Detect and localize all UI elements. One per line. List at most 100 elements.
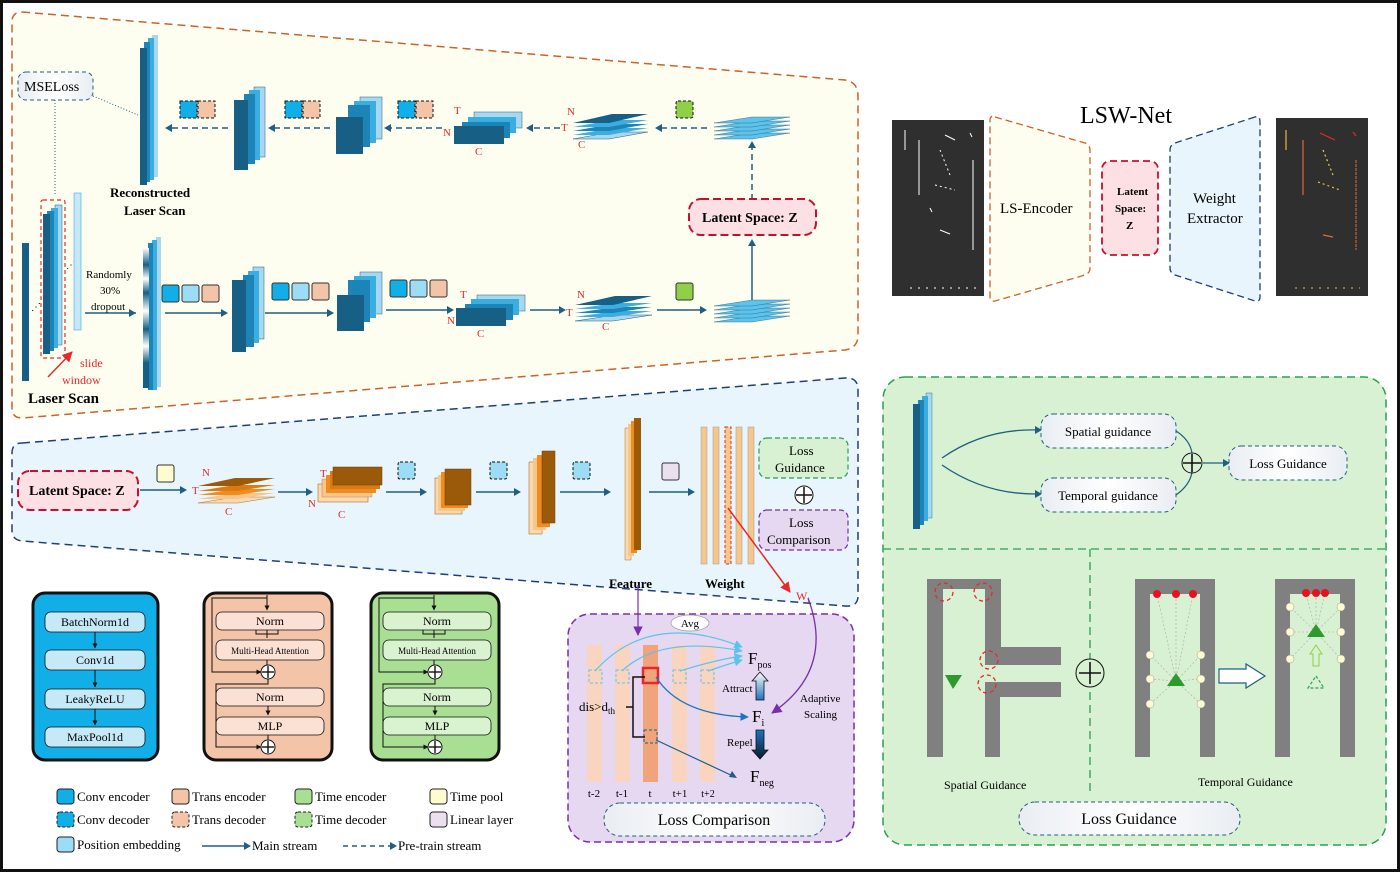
svg-text:Comparison: Comparison <box>767 532 831 547</box>
ls-encoder-label: LS-Encoder <box>1000 201 1072 217</box>
transition-arrow-icon <box>1218 662 1267 690</box>
decoder-path: T N C N T C <box>165 86 791 200</box>
feature-stack <box>624 418 641 561</box>
temporal-map-after <box>1275 579 1355 757</box>
weight-extractor-label: Weight <box>1193 191 1237 207</box>
legend-label: Time encoder <box>315 789 387 804</box>
svg-text:Norm: Norm <box>423 614 452 628</box>
svg-text:T: T <box>192 485 199 497</box>
legend-item: Time decoder <box>294 811 387 828</box>
legend-label: Time decoder <box>315 812 387 827</box>
svg-text:Scaling: Scaling <box>804 709 837 721</box>
f-neg-label: Fneg <box>750 767 774 789</box>
svg-text:T: T <box>561 122 568 134</box>
legend-item: Conv encoder <box>56 788 150 805</box>
loss-guidance-title: Loss Guidance <box>1081 811 1177 828</box>
f-i-label: Fi <box>752 707 764 729</box>
temporal-map-before <box>1135 579 1215 757</box>
svg-text:Loss: Loss <box>789 515 814 530</box>
robot-pose-icon <box>945 675 962 689</box>
svg-text:Loss Guidance: Loss Guidance <box>1249 456 1327 471</box>
svg-text:N: N <box>308 498 316 510</box>
legend-label: Conv encoder <box>77 789 150 804</box>
legend-swatch <box>429 811 448 828</box>
svg-text:t-1: t-1 <box>616 788 628 800</box>
reconstructed-label: Reconstructed <box>110 185 191 200</box>
svg-text:Norm: Norm <box>256 690 285 704</box>
svg-text:T: T <box>454 105 461 117</box>
svg-text:N: N <box>202 467 210 479</box>
svg-text:dropout: dropout <box>91 301 125 313</box>
svg-text:Laser Scan: Laser Scan <box>124 203 186 218</box>
svg-text:t+2: t+2 <box>701 789 714 800</box>
svg-text:C: C <box>578 139 585 151</box>
legend-label: Conv decoder <box>77 812 150 827</box>
conv-block: BatchNorm1d Conv1d LeakyReLU MaxPool1d <box>31 591 160 762</box>
svg-text:Attract: Attract <box>722 683 753 695</box>
weight-extractor-shape <box>1169 115 1261 302</box>
svg-text:Temporal guidance: Temporal guidance <box>1058 488 1158 503</box>
we-latent-box <box>17 470 139 511</box>
legend-item: Position embedding <box>56 836 181 853</box>
pretrain-panel: ⋰ ⋰ slide window Laser Scan Randomly 30%… <box>11 11 859 419</box>
svg-text:window: window <box>62 373 101 387</box>
svg-text:Temporal Guidance: Temporal Guidance <box>1198 775 1293 789</box>
svg-text:t: t <box>648 788 651 800</box>
loss-comparison-title: Loss Comparison <box>658 812 770 829</box>
svg-text:Multi-Head Attention: Multi-Head Attention <box>231 646 309 656</box>
svg-text:T: T <box>320 468 327 480</box>
svg-text:Conv1d: Conv1d <box>76 653 114 667</box>
svg-text:⋰: ⋰ <box>66 260 76 271</box>
loss-guidance-tag <box>758 437 849 479</box>
legend-swatch <box>171 811 190 828</box>
weight-extractor-panel: Latent Space: Z N T C T N C <box>11 377 859 607</box>
legend-swatch <box>294 811 313 828</box>
legend-item: Time encoder <box>294 788 387 805</box>
legend-item: Time pool <box>429 788 504 805</box>
svg-text:Repel: Repel <box>727 737 753 749</box>
laser-scan-bar <box>22 243 29 381</box>
svg-text:30%: 30% <box>100 285 120 297</box>
orange-cube-stack <box>434 468 472 515</box>
guidance-input-stack <box>913 392 933 529</box>
orange-plane-stack: N T C <box>192 467 276 518</box>
encoder-path: T N C N T C <box>161 266 791 352</box>
svg-text:T: T <box>460 289 467 301</box>
loss-guidance-panel: Spatial guidance Temporal guidance Loss … <box>882 376 1387 846</box>
svg-text:LeakyReLU: LeakyReLU <box>65 692 125 706</box>
orange-block-stack: T N C <box>308 466 383 521</box>
svg-text:Z: Z <box>1126 220 1133 232</box>
svg-text:Loss: Loss <box>789 443 814 458</box>
output-weight-image <box>1276 118 1368 296</box>
svg-text:Latent: Latent <box>1117 186 1149 198</box>
legend-swatch <box>56 788 75 805</box>
svg-text:Multi-Head Attention: Multi-Head Attention <box>398 646 476 656</box>
svg-text:N: N <box>577 289 585 301</box>
trans-block: Norm Multi-Head Attention Norm MLP <box>202 591 334 762</box>
svg-text:Latent Space: Z: Latent Space: Z <box>702 211 798 226</box>
svg-text:BatchNorm1d: BatchNorm1d <box>61 615 129 629</box>
weight-bars <box>700 426 755 565</box>
svg-text:C: C <box>475 146 482 158</box>
loss-comparison-panel: Avg dis>dth Fpos Fi Fneg Attract Repel A… <box>567 585 855 843</box>
slide-window-label: slide <box>80 356 103 370</box>
ls-encoder-shape <box>989 115 1091 302</box>
svg-text:Guidance: Guidance <box>775 460 825 475</box>
dropout-stack <box>143 237 161 390</box>
overview: LSW-Net LS-Encoder Latent Space: Z Weigh… <box>892 103 1368 302</box>
weight-label: Weight <box>705 576 745 591</box>
svg-text:t-2: t-2 <box>588 788 600 800</box>
overview-latent-box <box>1101 160 1159 256</box>
legend-swatch <box>56 836 75 853</box>
dis-threshold-label: dis>dth <box>579 699 616 716</box>
svg-text:MLP: MLP <box>258 719 283 733</box>
pretrain-stream-label: Pre-train stream <box>398 838 481 853</box>
attract-arrow-icon <box>751 671 769 701</box>
svg-text:Spatial Guidance: Spatial Guidance <box>944 778 1026 792</box>
legend-swatch <box>429 788 448 805</box>
svg-text:C: C <box>602 321 609 333</box>
repel-arrow-icon <box>751 729 769 760</box>
loss-comparison-title-box <box>603 802 826 837</box>
slide-arrow <box>47 351 73 378</box>
sliding-window-stack <box>40 199 66 359</box>
